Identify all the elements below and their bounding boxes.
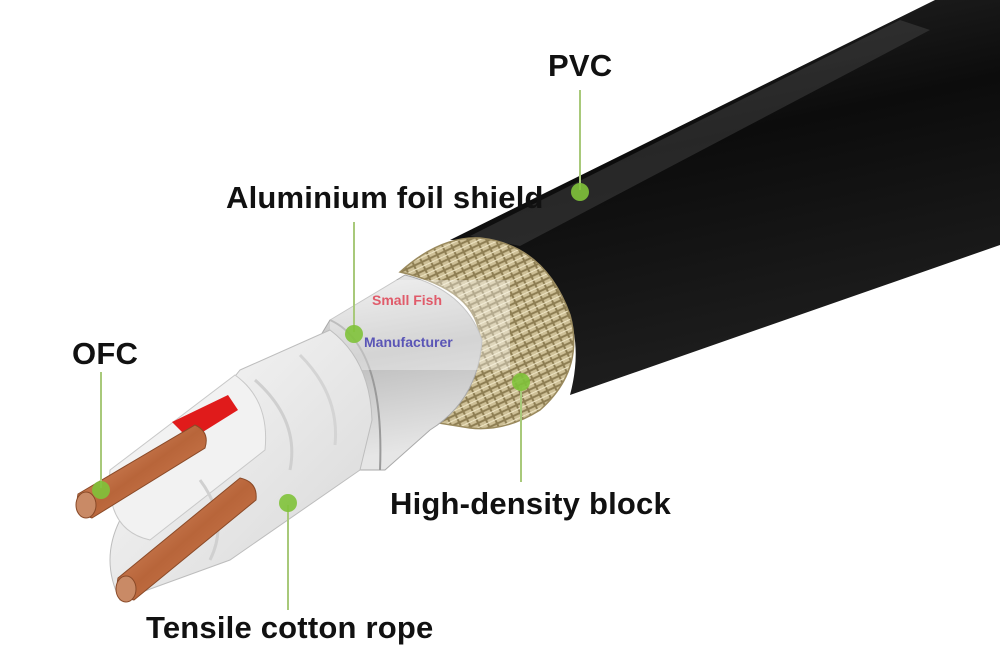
label-pvc: PVC (548, 48, 613, 83)
watermark-box (330, 280, 510, 370)
copper-end-bottom (115, 575, 137, 603)
copper-end-top (75, 491, 97, 519)
rope-twist-1 (254, 378, 294, 471)
foil-edge (329, 319, 382, 471)
callout-dot-ofc (92, 481, 110, 499)
label-ofc: OFC (72, 336, 139, 371)
callout-dot-high-density (512, 373, 530, 391)
label-high-density-block: High-density block (390, 486, 671, 521)
callout-dot-foil (345, 325, 363, 343)
rope-twist-2 (298, 353, 338, 446)
callout-dot-rope (279, 494, 297, 512)
watermark-line-1: Small Fish (372, 292, 443, 308)
watermark-line-2: Manufacturer (364, 334, 453, 350)
label-tensile-cotton-rope: Tensile cotton rope (146, 610, 434, 645)
label-aluminium-foil-shield: Aluminium foil shield (226, 180, 544, 215)
pvc-jacket (450, 0, 1000, 395)
callout-dot-pvc (571, 183, 589, 201)
